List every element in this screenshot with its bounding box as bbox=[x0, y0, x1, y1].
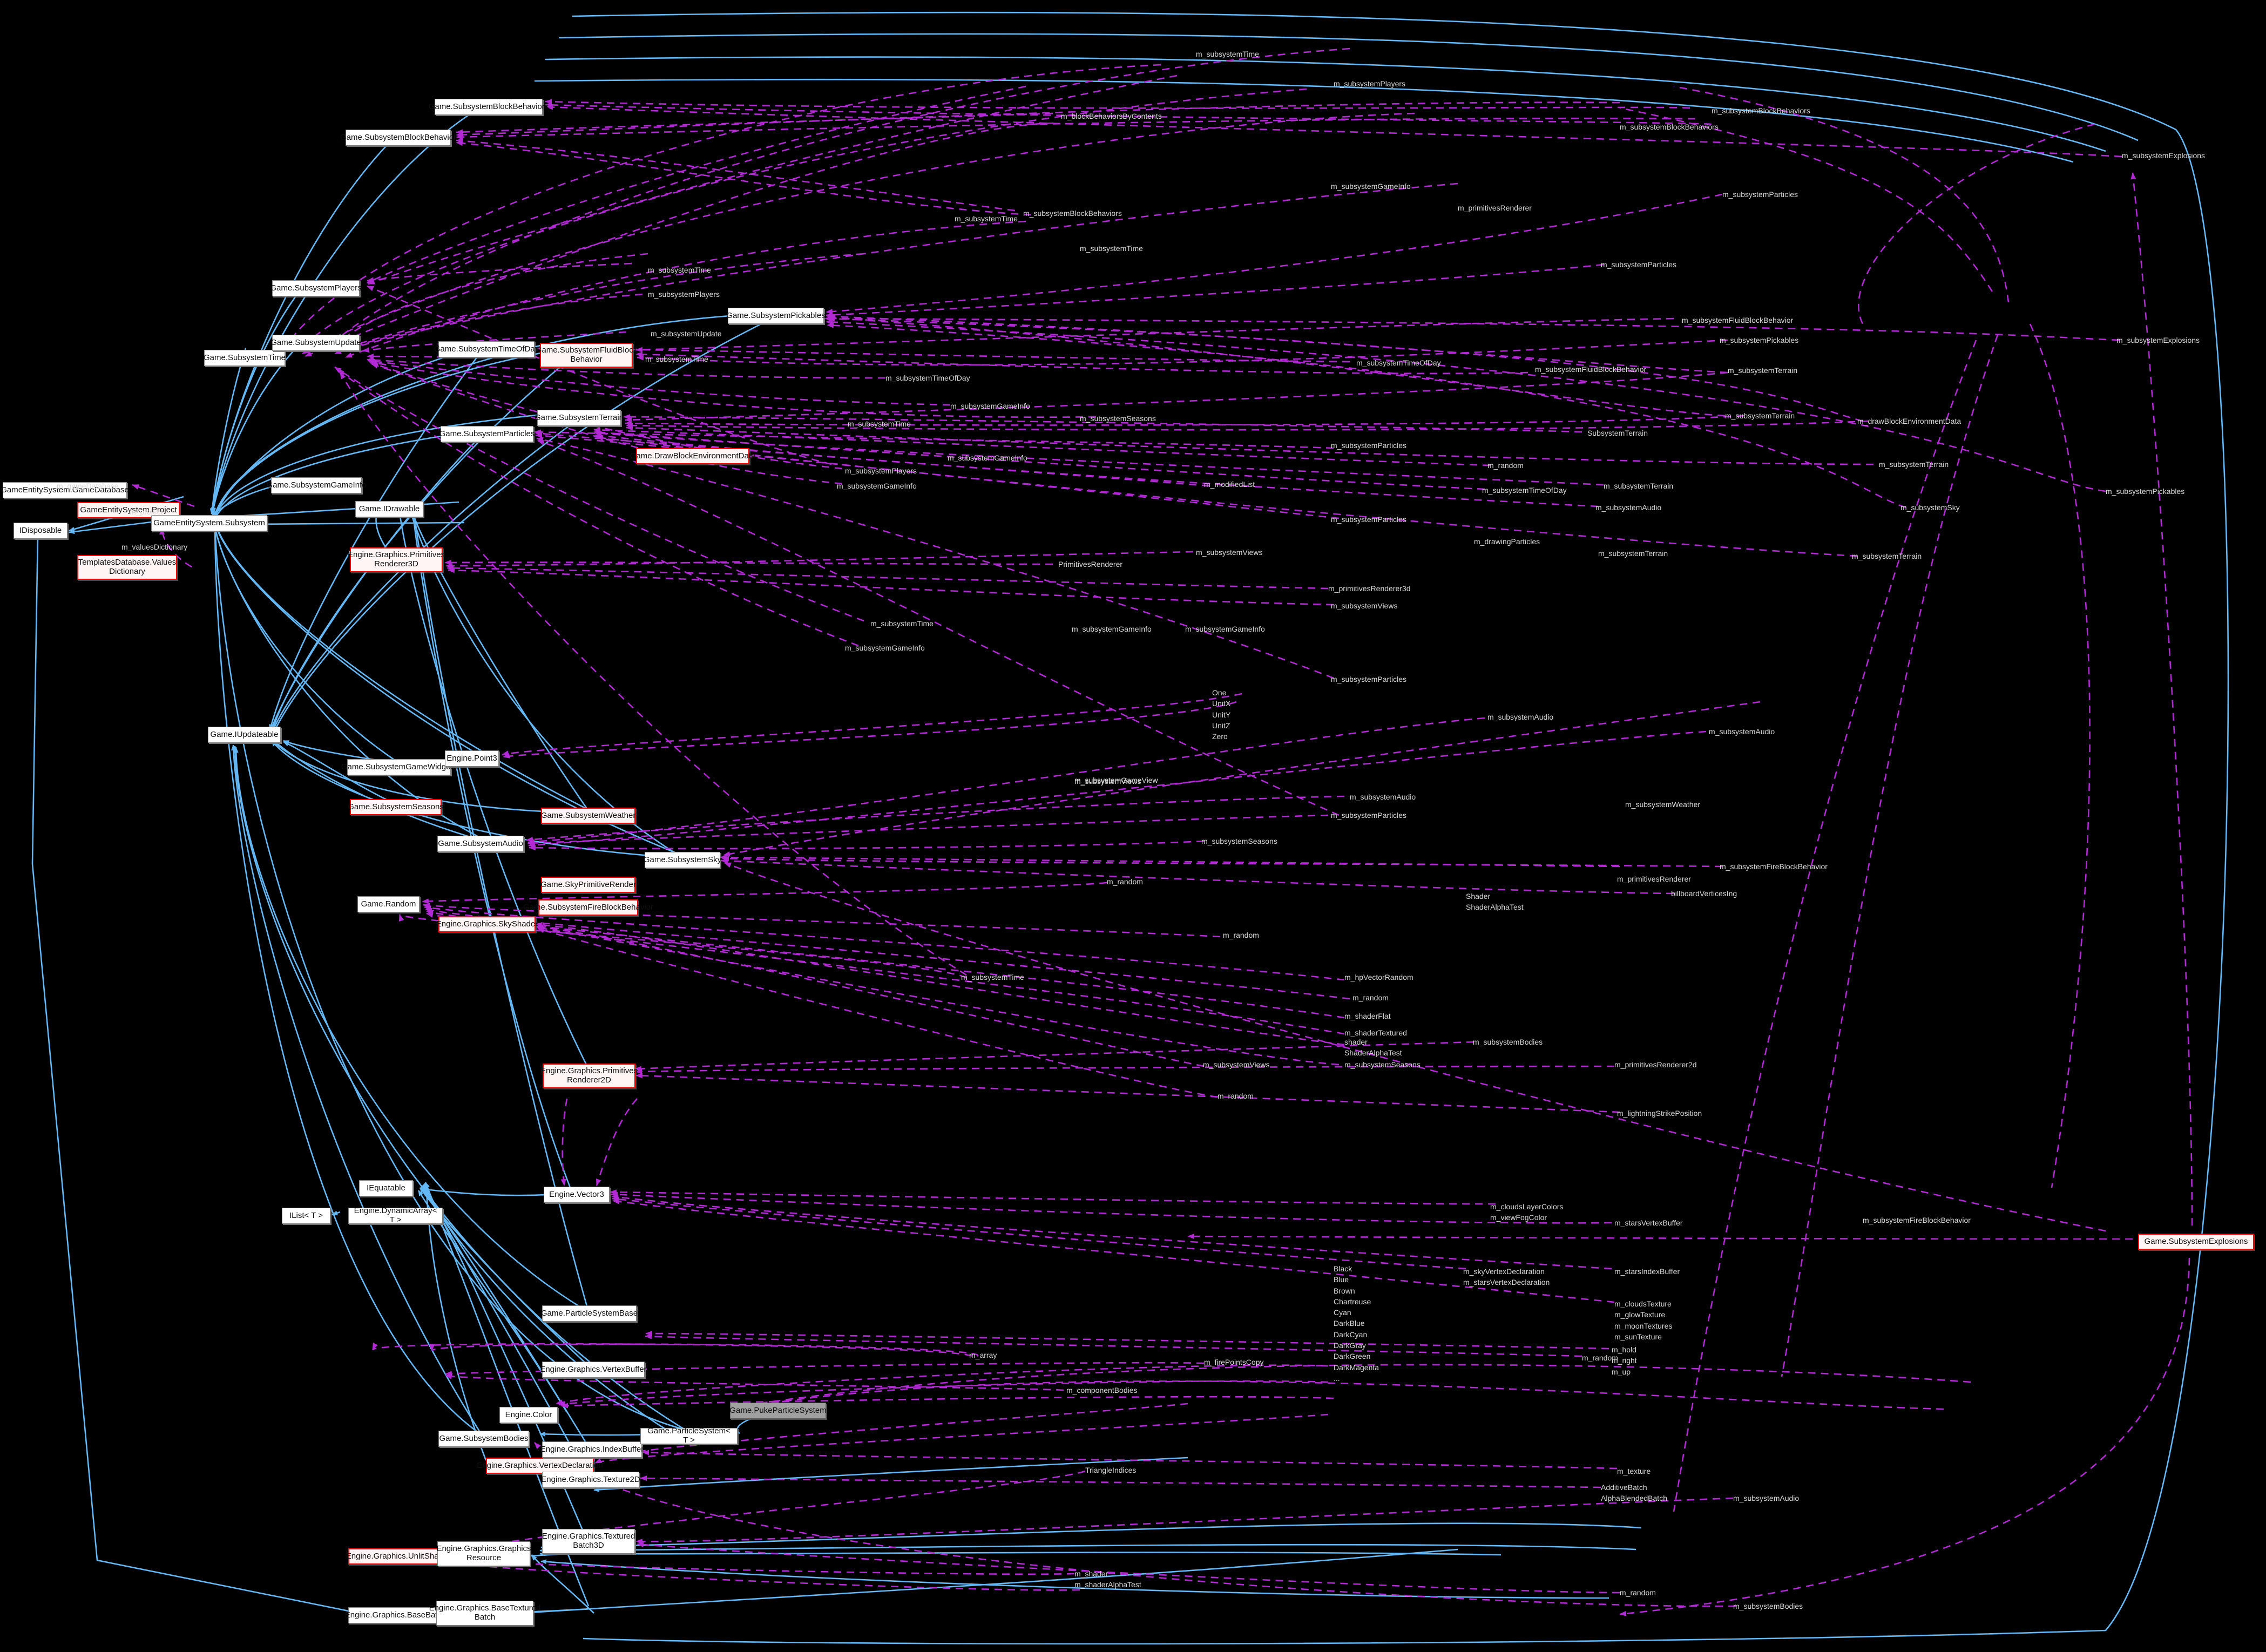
class-node-engine-dynamicarray-t[interactable]: Engine.DynamicArray< T > bbox=[348, 1206, 443, 1224]
class-node-engine-graphics-textured-batch3d[interactable]: Engine.Graphics.Textured Batch3D bbox=[542, 1529, 635, 1554]
class-node-gameentitysystem-subsystem[interactable]: GameEntitySystem.Subsystem bbox=[151, 515, 267, 531]
class-node-game-subsystemupdate[interactable]: Game.SubsystemUpdate bbox=[270, 335, 361, 351]
class-node-game-subsystemgameinfo[interactable]: Game.SubsystemGameInfo bbox=[266, 477, 367, 493]
class-node-engine-color[interactable]: Engine.Color bbox=[499, 1407, 558, 1423]
class-node-game-subsystemfireblockbehavior[interactable]: Game.SubsystemFireBlockBehavior bbox=[523, 899, 653, 916]
class-node-idisposable[interactable]: IDisposable bbox=[13, 523, 67, 539]
class-node-gameentitysystem-gamedatabase[interactable]: GameEntitySystem.GameDatabase bbox=[1, 482, 129, 498]
class-node-game-subsystemfluidblock-behavior[interactable]: Game.SubsystemFluidBlock Behavior bbox=[536, 343, 637, 368]
class-node-ilist-t[interactable]: IList< T > bbox=[282, 1208, 330, 1224]
class-node-engine-graphics-indexbuffer[interactable]: Engine.Graphics.IndexBuffer bbox=[540, 1441, 644, 1458]
class-node-game-subsystempickables[interactable]: Game.SubsystemPickables bbox=[726, 308, 826, 324]
class-node-game-subsystemweather[interactable]: Game.SubsystemWeather bbox=[541, 808, 635, 824]
class-node-game-subsystemexplosions[interactable]: Game.SubsystemExplosions bbox=[2138, 1234, 2254, 1250]
class-node-engine-graphics-primitives-renderer3d[interactable]: Engine.Graphics.Primitives Renderer3D bbox=[348, 547, 445, 572]
class-node-game-particlesystembase[interactable]: Game.ParticleSystemBase bbox=[541, 1305, 638, 1322]
class-node-engine-graphics-unlitshader[interactable]: Engine.Graphics.UnlitShader bbox=[346, 1548, 450, 1565]
class-node-game-idrawable[interactable]: Game.IDrawable bbox=[355, 501, 423, 517]
class-node-game-iupdateable[interactable]: Game.IUpdateable bbox=[208, 727, 281, 743]
class-node-game-random[interactable]: Game.Random bbox=[357, 896, 420, 912]
class-node-engine-graphics-basetextured-batch[interactable]: Engine.Graphics.BaseTextured Batch bbox=[429, 1601, 540, 1626]
class-node-engine-graphics-vertexdeclaration[interactable]: Engine.Graphics.VertexDeclaration bbox=[477, 1458, 603, 1474]
class-node-game-subsystemsky[interactable]: Game.SubsystemSky bbox=[644, 852, 721, 868]
class-node-game-subsystemplayers[interactable]: Game.SubsystemPlayers bbox=[270, 280, 362, 296]
class-node-game-pukeparticlesystem[interactable]: Game.PukeParticleSystem bbox=[729, 1403, 827, 1419]
class-node-game-particlesystem-t[interactable]: Game.ParticleSystem< T > bbox=[640, 1426, 738, 1445]
class-node-game-drawblockenvironmentdata[interactable]: Game.DrawBlockEnvironmentData bbox=[630, 448, 755, 464]
class-node-engine-graphics-skyshader[interactable]: Engine.Graphics.SkyShader bbox=[436, 916, 538, 932]
usage-edges-plain bbox=[1619, 85, 2095, 1512]
usage-edges bbox=[132, 48, 2193, 1616]
class-node-game-subsystemseasons[interactable]: Game.SubsystemSeasons bbox=[348, 799, 444, 815]
class-node-templatesdatabase-values-dictionary[interactable]: TemplatesDatabase.Values Dictionary bbox=[77, 555, 177, 580]
class-node-game-subsystemblockbehavior[interactable]: Game.SubsystemBlockBehavior bbox=[340, 130, 456, 146]
class-node-game-subsystemparticles[interactable]: Game.SubsystemParticles bbox=[439, 426, 535, 442]
class-node-game-skyprimitiverender[interactable]: Game.SkyPrimitiveRender bbox=[540, 877, 636, 893]
class-node-game-subsystemgamewidgets[interactable]: Game.SubsystemGameWidgets bbox=[341, 759, 457, 775]
inheritance-edges bbox=[31, 101, 1642, 1619]
class-node-game-subsystemblockbehaviors[interactable]: Game.SubsystemBlockBehaviors bbox=[429, 99, 549, 115]
class-node-game-subsystemtimeofday[interactable]: Game.SubsystemTimeOfDay bbox=[434, 341, 539, 357]
class-node-game-subsystembodies[interactable]: Game.SubsystemBodies bbox=[438, 1431, 529, 1447]
inheritance-edges-long bbox=[534, 11, 2229, 1645]
class-node-engine-graphics-basebatch[interactable]: Engine.Graphics.BaseBatch bbox=[345, 1607, 446, 1623]
class-node-engine-vector3[interactable]: Engine.Vector3 bbox=[544, 1187, 610, 1203]
class-node-engine-graphics-texture2d[interactable]: Engine.Graphics.Texture2D bbox=[541, 1472, 640, 1488]
class-node-engine-point3[interactable]: Engine.Point3 bbox=[445, 750, 499, 767]
class-node-game-subsystemaudio[interactable]: Game.SubsystemAudio bbox=[437, 836, 524, 852]
class-node-engine-graphics-primitives-renderer2d[interactable]: Engine.Graphics.Primitives Renderer2D bbox=[540, 1064, 638, 1088]
class-node-game-subsystemtime[interactable]: Game.SubsystemTime bbox=[204, 350, 286, 366]
class-node-engine-graphics-vertexbuffer[interactable]: Engine.Graphics.VertexBuffer bbox=[540, 1362, 647, 1378]
class-node-game-subsystemterrain[interactable]: Game.SubsystemTerrain bbox=[535, 410, 624, 426]
class-node-engine-graphics-graphics-resource[interactable]: Engine.Graphics.Graphics Resource bbox=[436, 1541, 531, 1566]
class-node-iequatable[interactable]: IEquatable bbox=[359, 1180, 413, 1196]
